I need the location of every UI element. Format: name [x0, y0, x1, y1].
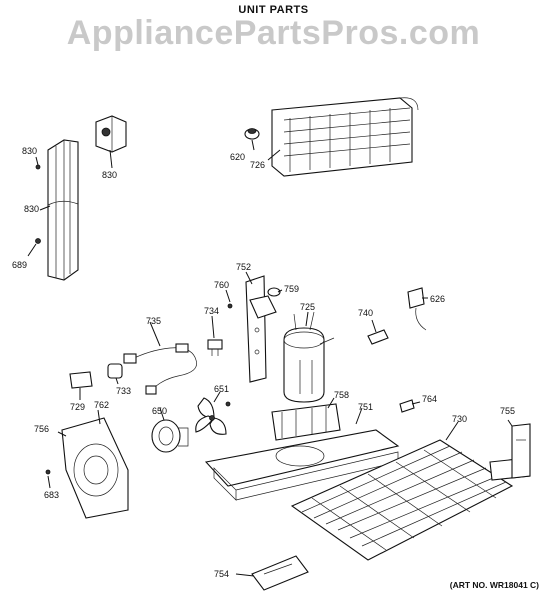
part-764-clip[interactable]: [399, 399, 415, 413]
label-760: 760: [214, 280, 229, 290]
label-726: 726: [250, 160, 265, 170]
part-733-capacitor[interactable]: [107, 363, 123, 379]
part-726-condenser[interactable]: [271, 97, 419, 177]
label-735: 735: [146, 316, 161, 326]
part-752-bracket[interactable]: [245, 275, 277, 383]
part-762-fan-shroud[interactable]: [61, 417, 129, 519]
part-729-cover[interactable]: [69, 371, 93, 389]
part-740-relay[interactable]: [367, 329, 389, 345]
label-620: 620: [230, 152, 245, 162]
part-751-base-pan[interactable]: [204, 429, 400, 501]
diagram-title: UNIT PARTS: [238, 4, 309, 16]
label-626: 626: [430, 294, 445, 304]
part-labels: 830 830 830 689 620 726 752 759 760 725 …: [12, 146, 515, 579]
label-740: 740: [358, 308, 373, 318]
label-755: 755: [500, 406, 515, 416]
label-756: 756: [34, 424, 49, 434]
label-751: 751: [358, 402, 373, 412]
part-830-clip[interactable]: [95, 115, 127, 153]
label-762: 762: [94, 400, 109, 410]
part-735-wire-harness[interactable]: [123, 343, 197, 395]
label-725: 725: [300, 302, 315, 312]
label-683: 683: [44, 490, 59, 500]
part-651-nut[interactable]: [225, 401, 231, 407]
part-755-bracket[interactable]: [489, 423, 531, 481]
label-689: 689: [12, 260, 27, 270]
label-730: 730: [452, 414, 467, 424]
part-830-channel[interactable]: [47, 139, 79, 281]
label-830: 830: [102, 170, 117, 180]
part-725-compressor[interactable]: [283, 311, 335, 403]
part-689-screw[interactable]: [35, 238, 41, 244]
label-734: 734: [204, 306, 219, 316]
label-759: 759: [284, 284, 299, 294]
art-number: (ART NO. WR18041 C): [449, 580, 539, 590]
part-830-screw[interactable]: [35, 164, 41, 170]
part-759-grommet[interactable]: [267, 287, 281, 297]
label-758: 758: [334, 390, 349, 400]
label-752: 752: [236, 262, 251, 272]
part-760-screw[interactable]: [227, 303, 233, 309]
label-830: 830: [24, 204, 39, 214]
part-650-fan-motor[interactable]: [151, 419, 189, 453]
part-620-grommet[interactable]: [244, 128, 260, 140]
part-754-foot[interactable]: [251, 555, 309, 591]
label-764: 764: [422, 394, 437, 404]
leader-lines: [27, 139, 513, 577]
part-758-compressor-mount[interactable]: [271, 403, 341, 441]
watermark: AppliancePartsPros.com: [66, 14, 481, 52]
label-733: 733: [116, 386, 131, 396]
part-626-overload[interactable]: [407, 287, 427, 331]
label-650: 650: [152, 406, 167, 416]
part-730-condenser-coil[interactable]: [290, 439, 514, 561]
part-651-fan-blade[interactable]: [195, 397, 227, 435]
label-729: 729: [70, 402, 85, 412]
label-754: 754: [214, 569, 229, 579]
label-830: 830: [22, 146, 37, 156]
label-651: 651: [214, 384, 229, 394]
part-683-screw[interactable]: [45, 469, 51, 475]
part-734-connector[interactable]: [207, 339, 223, 356]
